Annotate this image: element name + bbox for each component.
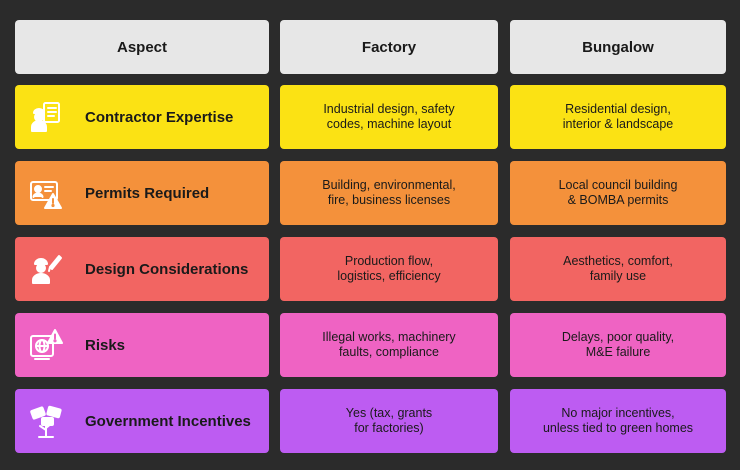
- bungalow-cell: Aesthetics, comfort, family use: [510, 237, 726, 301]
- bungalow-cell: Delays, poor quality, M&E failure: [510, 313, 726, 377]
- row-aspect-cell: Design Considerations: [15, 237, 269, 301]
- header-factory: Factory: [280, 20, 498, 74]
- header-bungalow: Bungalow: [510, 20, 726, 74]
- factory-cell: Yes (tax, grants for factories): [280, 389, 498, 453]
- globe-warning-icon: [29, 328, 63, 362]
- aspect-label: Design Considerations: [85, 260, 249, 278]
- factory-cell: Building, environmental, fire, business …: [280, 161, 498, 225]
- aspect-label: Risks: [85, 336, 126, 354]
- engineer-clipboard-icon: [29, 100, 63, 134]
- id-card-warning-icon: [29, 176, 63, 210]
- designer-pencil-icon: [29, 252, 63, 286]
- row-aspect-cell: Contractor Expertise: [15, 85, 269, 149]
- aspect-label: Government Incentives: [85, 412, 251, 430]
- aspect-label: Contractor Expertise: [85, 108, 234, 126]
- factory-cell: Production flow, logistics, efficiency: [280, 237, 498, 301]
- row-aspect-cell: Government Incentives: [15, 389, 269, 453]
- bungalow-cell: Local council building & BOMBA permits: [510, 161, 726, 225]
- aspect-label: Permits Required: [85, 184, 210, 202]
- header-aspect: Aspect: [15, 20, 269, 74]
- factory-cell: Illegal works, machinery faults, complia…: [280, 313, 498, 377]
- bungalow-cell: No major incentives, unless tied to gree…: [510, 389, 726, 453]
- factory-cell: Industrial design, safety codes, machine…: [280, 85, 498, 149]
- bungalow-cell: Residential design, interior & landscape: [510, 85, 726, 149]
- row-aspect-cell: Risks: [15, 313, 269, 377]
- row-aspect-cell: Permits Required: [15, 161, 269, 225]
- money-tree-icon: [29, 404, 63, 438]
